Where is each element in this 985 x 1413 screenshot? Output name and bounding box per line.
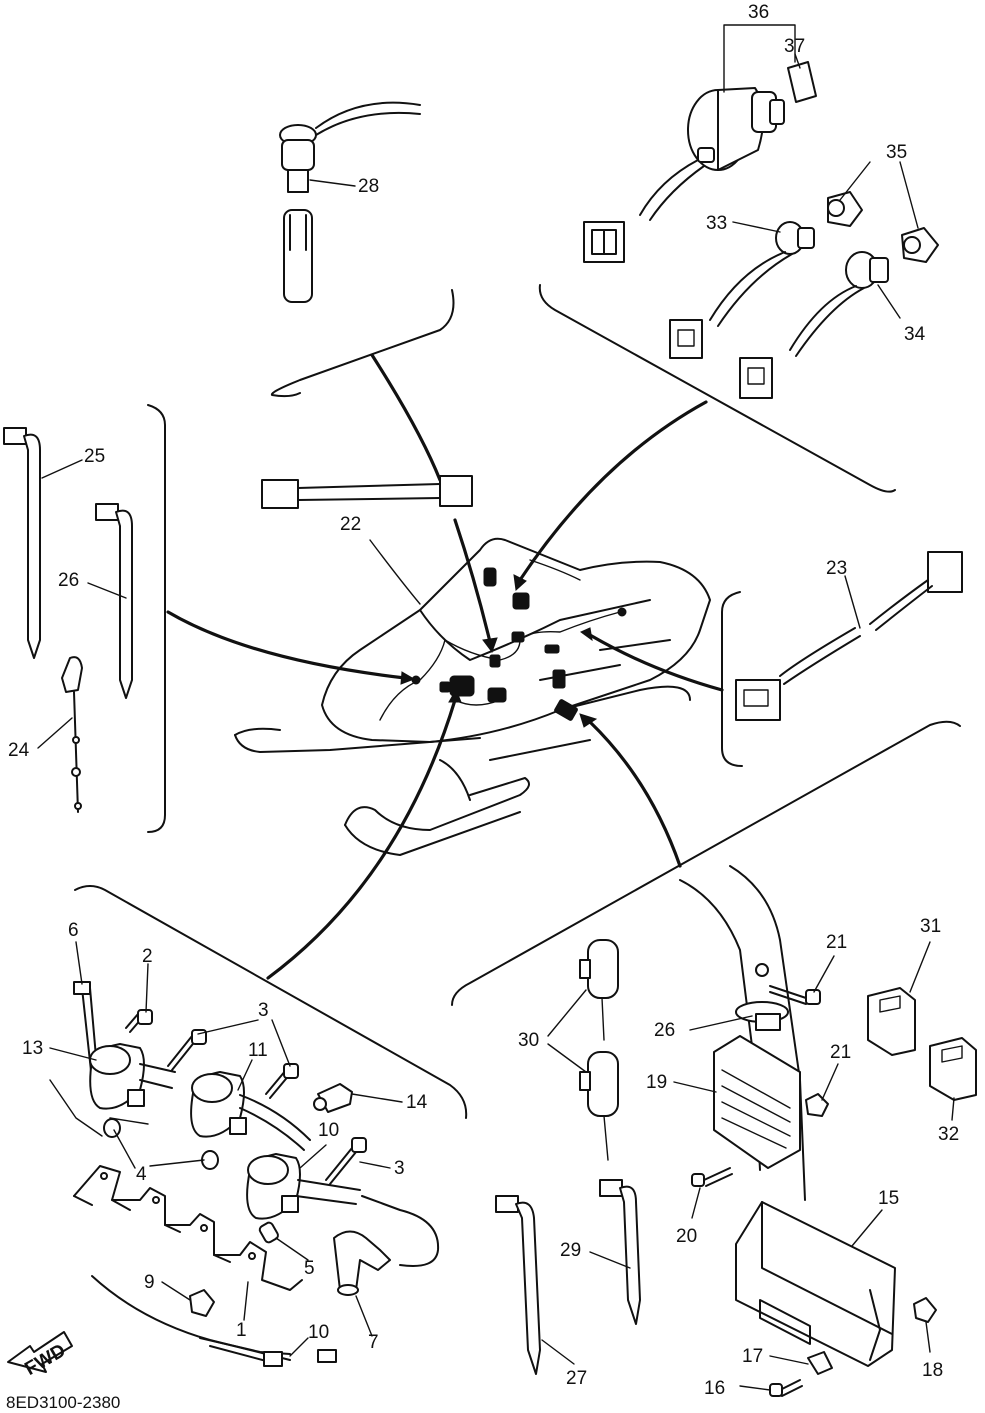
callout-32: 32 [938, 1124, 959, 1145]
part-35-switch [669, 221, 815, 359]
callout-3a: 3 [258, 1000, 269, 1021]
callout-10: 10 [318, 1120, 339, 1141]
callout-37: 35 [886, 142, 907, 163]
part-31-cap [867, 987, 916, 1056]
group-outlines [74, 284, 961, 1119]
part-27-band [495, 1195, 541, 1375]
callout-15: 16 [704, 1378, 725, 1399]
callout-4: 4 [136, 1164, 147, 1185]
part-11-ignition-coil [190, 1071, 311, 1151]
part-15-16-17-fasteners [769, 1297, 937, 1397]
callout-29: 28 [358, 176, 379, 197]
callout-22: 21 [826, 932, 847, 953]
callout-24: 24 [8, 740, 30, 761]
callout-1: 1 [236, 1320, 247, 1341]
part-9-wire-harness [91, 1275, 337, 1367]
part-24-clamp [61, 656, 83, 813]
part-5-collar [258, 1221, 279, 1244]
callout-13: 14 [406, 1092, 428, 1113]
fwd-arrow: FWD [7, 1331, 73, 1380]
callout-8: 9 [144, 1272, 155, 1293]
callout-12: 13 [22, 1038, 43, 1059]
part-13-clip [313, 1083, 353, 1113]
callout-9: 10 [308, 1322, 329, 1343]
callout-3b: 3 [394, 1158, 405, 1179]
callout-28: 29 [560, 1240, 581, 1261]
callout-27: 27 [566, 1368, 587, 1389]
part-12-ignition-coil [73, 981, 176, 1110]
part-32-cap [929, 1037, 977, 1101]
part-7-plug-cap [333, 1230, 391, 1296]
callout-17: 18 [922, 1360, 943, 1381]
part-10-ignition-coil [246, 1153, 440, 1267]
callout-31: 31 [920, 916, 941, 937]
part-37-nuts [827, 191, 939, 263]
leader-arrows [166, 353, 724, 980]
part-19-bolt [691, 1167, 733, 1187]
part-30-condensers [579, 939, 619, 1161]
callout-35: 33 [706, 213, 727, 234]
part-33-main-switch [583, 61, 817, 263]
callout-6: 6 [68, 920, 79, 941]
part-36-switch [739, 251, 889, 399]
part-23-harness [735, 551, 963, 721]
callout-19: 20 [676, 1226, 697, 1247]
part-14-cdi-unit [735, 1201, 896, 1367]
callout-30: 30 [518, 1030, 539, 1051]
part-29-sensor [279, 101, 421, 303]
part-1-bracket [73, 1165, 303, 1291]
callout-26b: 26 [654, 1020, 675, 1041]
callout-11: 11 [248, 1040, 268, 1061]
part-2-3-bolts [125, 1009, 367, 1185]
part-18-regulator [713, 1035, 801, 1169]
part-26-band-b [735, 1001, 789, 1031]
callout-21: 22 [340, 514, 361, 535]
part-8-nut [189, 1289, 215, 1317]
callout-leaders [37, 24, 955, 1391]
frame-tube [679, 865, 806, 1201]
callout-20: 21 [830, 1042, 851, 1063]
callout-5: 5 [304, 1258, 315, 1279]
callout-labels: 36 37 35 33 34 28 22 25 26 24 23 6 2 3 1… [8, 2, 959, 1399]
part-21-wire [261, 475, 473, 605]
callout-36: 34 [904, 324, 926, 345]
callout-25: 25 [84, 446, 105, 467]
callout-14: 15 [878, 1188, 899, 1209]
callout-26: 26 [58, 570, 79, 591]
part-22-bolt [755, 963, 821, 1005]
callout-16: 17 [742, 1346, 763, 1367]
callout-34: 37 [784, 36, 805, 57]
callout-7: 7 [368, 1332, 379, 1353]
diagram-code: 8ED3100-2380 [6, 1393, 120, 1412]
callout-2: 2 [142, 946, 153, 967]
callout-33: 36 [748, 2, 769, 23]
snowmobile-outline [234, 537, 711, 856]
callout-18: 19 [646, 1072, 667, 1093]
part-20-nut [805, 1093, 829, 1117]
callout-23: 23 [826, 558, 847, 579]
part-26-band [95, 503, 133, 699]
part-25-band [3, 427, 41, 659]
part-28-band [599, 1179, 641, 1325]
